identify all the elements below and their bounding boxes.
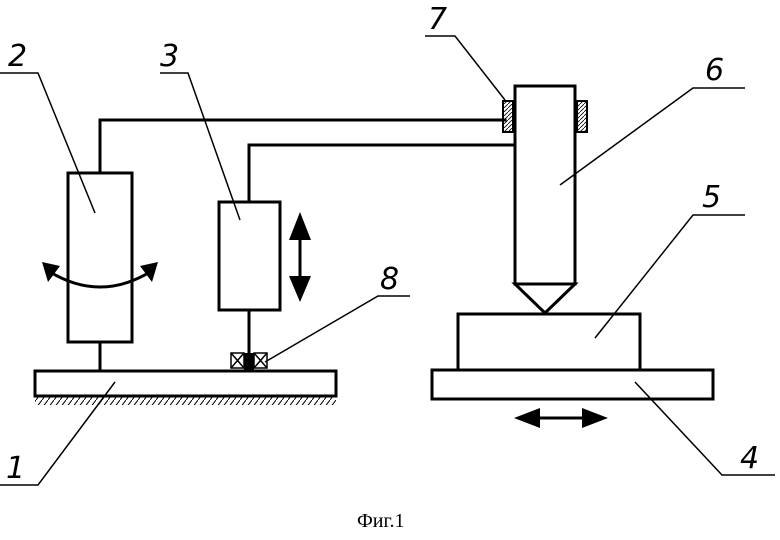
- movable-table: [432, 370, 713, 399]
- label-6: 6: [705, 53, 724, 88]
- base-plate-left: [35, 371, 336, 405]
- label-5: 5: [702, 180, 721, 215]
- label-1: 1: [6, 451, 25, 486]
- label-2: 2: [8, 39, 27, 74]
- label-8: 8: [380, 262, 399, 297]
- hinge-joint: [231, 353, 267, 371]
- horizontal-movement-arrow-icon: [514, 408, 608, 428]
- indenter-tool: [515, 86, 575, 313]
- label-4: 4: [740, 441, 759, 476]
- vertical-movement-arrow-icon: [289, 212, 311, 302]
- label-3: 3: [160, 39, 179, 74]
- figure-caption: Фиг.1: [357, 510, 404, 532]
- label-7: 7: [428, 2, 447, 37]
- rotary-column: [68, 120, 132, 371]
- callout-8: 8: [265, 262, 410, 362]
- callout-7: 7: [425, 2, 505, 100]
- callout-3: 3: [160, 39, 240, 220]
- workpiece: [458, 314, 640, 370]
